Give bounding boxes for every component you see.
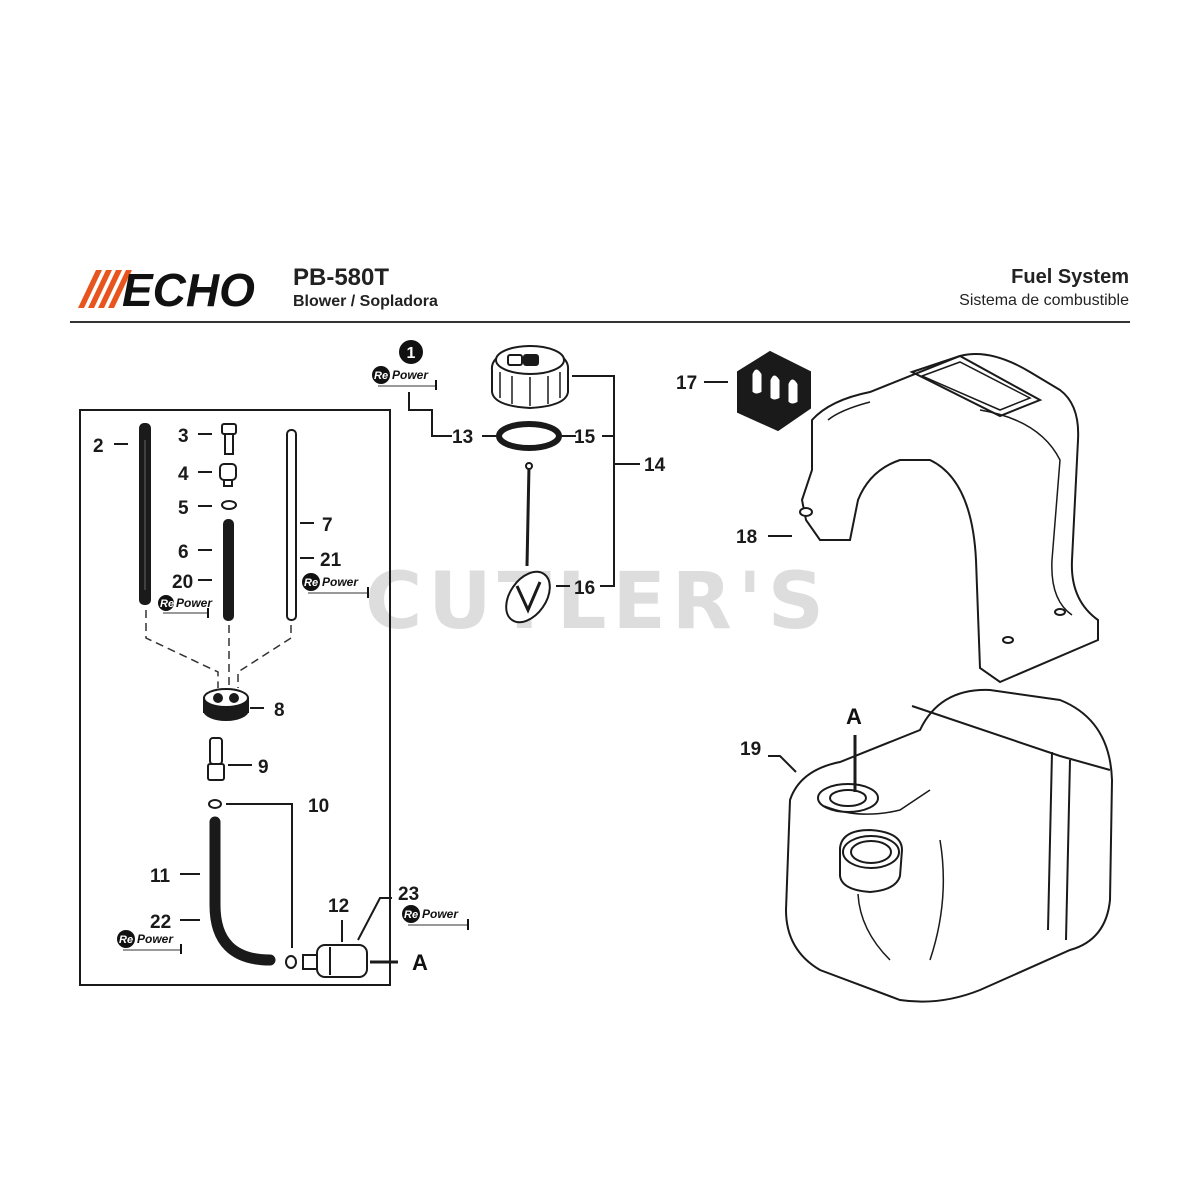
section-subtitle: Sistema de combustible	[959, 292, 1129, 309]
repower-re: Re	[304, 577, 318, 589]
callout-12: 12	[328, 896, 349, 917]
kit-badge-number: 1	[407, 345, 416, 362]
callout-7: 7	[322, 515, 333, 536]
repower-re: Re	[160, 598, 174, 610]
part-16-strainer	[505, 462, 551, 624]
callout-9: 9	[258, 757, 269, 778]
part-15-gasket	[496, 421, 562, 451]
callout-18: 18	[736, 527, 757, 548]
part-14-fuel-cap	[490, 344, 570, 410]
part-8-grommet	[203, 688, 249, 721]
part-2-fuel-line	[139, 423, 151, 605]
repower-re: Re	[404, 909, 418, 921]
part-10-o-ring-lower	[285, 955, 297, 969]
callout-20: 20	[172, 572, 193, 593]
repower-badge-21: Re Power	[302, 573, 369, 598]
callout-17: 17	[676, 373, 697, 394]
part-3-fitting	[221, 423, 237, 455]
kit-bracket-line	[408, 392, 452, 437]
part-12-fuel-filter	[302, 944, 368, 978]
part-11-fuel-hose	[209, 816, 276, 966]
repower-power: Power	[137, 932, 174, 946]
repower-re: Re	[374, 370, 388, 382]
callout-6: 6	[178, 542, 189, 563]
watermark: CUTLER'S	[365, 557, 830, 647]
part-5-o-ring	[221, 500, 237, 510]
repower-re: Re	[119, 934, 133, 946]
part-9-fitting	[207, 737, 225, 781]
repower-badge-22: Re Power	[117, 930, 182, 954]
callout-2: 2	[93, 436, 104, 457]
callout-13: 13	[452, 427, 473, 448]
part-4-grommet	[219, 463, 237, 487]
callout-3: 3	[178, 426, 189, 447]
part-6-fuel-line	[223, 519, 234, 621]
assembly-dash-lines	[145, 610, 292, 688]
callout-numbers: 2 3 4 5 6 7 20 21 8 9 10 11 22 12 23 13 …	[93, 373, 761, 933]
leader-lines-box	[114, 433, 398, 964]
section-title: Fuel System	[1011, 266, 1129, 288]
repower-power: Power	[322, 575, 359, 589]
part-17-cushion	[704, 350, 811, 432]
callout-15: 15	[574, 427, 596, 448]
callout-16: 16	[574, 578, 595, 599]
callout-23: 23	[398, 884, 419, 905]
callout-21: 21	[320, 550, 342, 571]
callout-19: 19	[740, 739, 761, 760]
callout-5: 5	[178, 498, 189, 519]
fuel-line-kit-box	[79, 409, 391, 986]
reference-a-tank: A	[846, 704, 862, 729]
repower-power: Power	[392, 368, 429, 382]
callout-8: 8	[274, 700, 285, 721]
callout-11: 11	[150, 866, 171, 887]
part-7-vent-line	[286, 429, 297, 621]
brand-name: ECHO	[122, 264, 255, 316]
repower-power: Power	[422, 907, 459, 921]
product-type: Blower / Sopladora	[293, 293, 438, 310]
repower-badge-kit: Re Power	[372, 366, 437, 390]
repower-power: Power	[176, 596, 213, 610]
leader-lines-cap	[482, 375, 640, 587]
part-18-tank-bracket	[768, 353, 1099, 684]
model-number: PB-580T	[293, 264, 390, 291]
repower-badge-23: Re Power	[402, 905, 469, 930]
kit-badge: 1	[399, 340, 423, 364]
callout-4: 4	[178, 464, 189, 485]
part-10-o-ring	[208, 799, 222, 809]
logo-stripes	[78, 270, 132, 308]
repower-badge-20: Re Power	[158, 595, 213, 618]
callout-22: 22	[150, 912, 171, 933]
callout-14: 14	[644, 455, 666, 476]
reference-a-filter: A	[412, 950, 428, 975]
part-19-fuel-tank	[768, 688, 1114, 1003]
echo-logo: ECHO	[78, 264, 255, 316]
callout-10: 10	[308, 796, 329, 817]
